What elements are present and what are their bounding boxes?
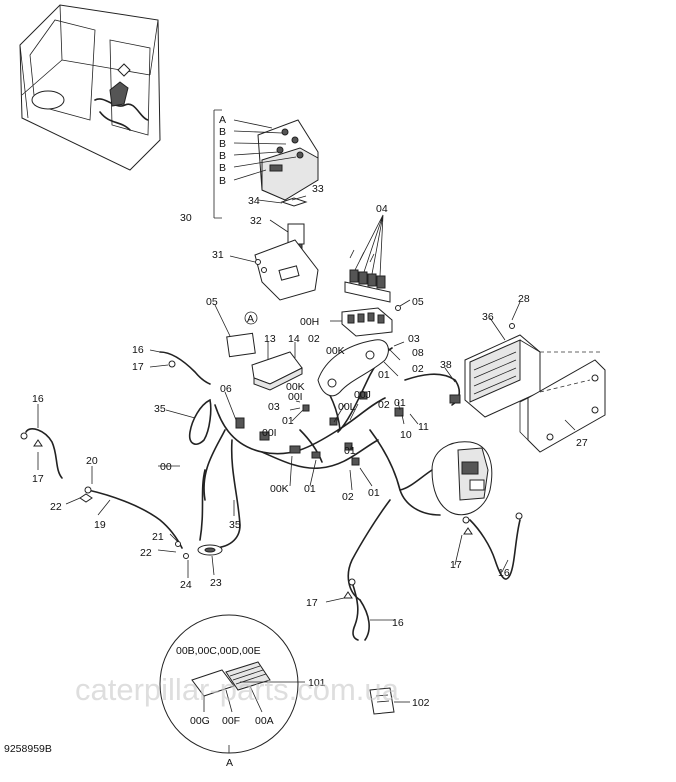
callout-00L: 00L xyxy=(338,401,356,413)
callout-28: 28 xyxy=(518,293,530,305)
callout-17: 17 xyxy=(306,597,318,609)
callout-13: 13 xyxy=(264,333,276,345)
console-assembly xyxy=(213,109,319,301)
callout-11: 11 xyxy=(418,421,429,433)
callout-14: 14 xyxy=(288,333,300,345)
callout-23: 23 xyxy=(210,577,222,589)
drawing-id: 9258959B xyxy=(4,743,52,755)
side-assembly xyxy=(399,441,493,516)
callout-01: 01 xyxy=(394,397,406,409)
callout-labels: A B B B B B 30 34 33 32 31 04 05 05 A 00… xyxy=(32,114,588,769)
callout-B: B xyxy=(219,150,226,162)
callout-21: 21 xyxy=(152,531,164,543)
callout-00H: 00H xyxy=(300,316,319,328)
callout-33: 33 xyxy=(312,183,324,195)
callout-04: 04 xyxy=(376,203,388,215)
callout-10: 10 xyxy=(400,429,412,441)
callout-01: 01 xyxy=(282,415,294,427)
callout-05: 05 xyxy=(412,296,424,308)
callout-00K: 00K xyxy=(326,345,345,357)
callout-16: 16 xyxy=(132,344,144,356)
callout-00G: 00G xyxy=(190,715,210,727)
callout-01: 01 xyxy=(304,483,316,495)
callout-24: 24 xyxy=(180,579,192,591)
watermark-text: caterpillar-parts.com.ua xyxy=(75,672,400,707)
callout-35: 35 xyxy=(229,519,241,531)
callout-30: 30 xyxy=(180,212,192,224)
callout-00A: 00A xyxy=(255,715,274,727)
callout-00: 00 xyxy=(160,461,172,473)
callout-08: 08 xyxy=(412,347,424,359)
ecu-unit xyxy=(464,323,541,418)
callout-00J: 00J xyxy=(354,389,371,401)
cab-illustration xyxy=(19,4,161,171)
callout-27: 27 xyxy=(576,437,588,449)
leader-lines xyxy=(37,301,576,621)
callout-01: 01 xyxy=(378,369,390,381)
callout-00K: 00K xyxy=(286,381,305,393)
callout-00I: 00I xyxy=(288,391,303,403)
callout-17: 17 xyxy=(32,473,44,485)
callout-16: 16 xyxy=(32,393,44,405)
callout-B: B xyxy=(219,162,226,174)
callout-101: 101 xyxy=(308,677,326,689)
callout-22: 22 xyxy=(50,501,62,513)
callout-B: B xyxy=(219,126,226,138)
main-harness xyxy=(199,339,461,641)
callout-05: 05 xyxy=(206,296,218,308)
callout-35: 35 xyxy=(154,403,166,415)
callout-00F: 00F xyxy=(222,715,240,727)
callout-16: 16 xyxy=(498,567,510,579)
callout-38: 38 xyxy=(440,359,452,371)
sensor-cables xyxy=(343,512,523,641)
detail-label-A: A xyxy=(226,757,233,769)
callout-A: A xyxy=(219,114,226,126)
mounting-plate xyxy=(519,351,606,453)
callout-B: B xyxy=(219,175,226,187)
callout-06: 06 xyxy=(220,383,232,395)
ground-cables xyxy=(20,351,223,559)
callout-17: 17 xyxy=(132,361,144,373)
callout-A-circle: A xyxy=(247,313,254,325)
label-tag-102 xyxy=(369,687,410,715)
detail-codes: 00B,00C,00D,00E xyxy=(176,645,261,657)
detail-view-A xyxy=(159,614,305,754)
callout-02: 02 xyxy=(342,491,354,503)
callout-31: 31 xyxy=(212,249,224,261)
callout-36: 36 xyxy=(482,311,494,323)
relay-block xyxy=(344,214,391,303)
controller-modules xyxy=(214,304,303,391)
callout-02: 02 xyxy=(308,333,320,345)
callout-B: B xyxy=(219,138,226,150)
callout-20: 20 xyxy=(86,455,98,467)
callout-03: 03 xyxy=(268,401,280,413)
callout-01: 01 xyxy=(368,487,380,499)
callout-02: 02 xyxy=(378,399,390,411)
callout-102: 102 xyxy=(412,697,430,709)
callout-01: 01 xyxy=(344,445,356,457)
callout-16: 16 xyxy=(392,617,404,629)
callout-00K: 00K xyxy=(270,483,289,495)
callout-02: 02 xyxy=(412,363,424,375)
callout-03: 03 xyxy=(408,333,420,345)
callout-32: 32 xyxy=(250,215,262,227)
fuse-box xyxy=(330,299,411,337)
callout-22: 22 xyxy=(140,547,152,559)
callout-34: 34 xyxy=(248,195,260,207)
callout-00I: 00I xyxy=(262,427,277,439)
callout-19: 19 xyxy=(94,519,106,531)
callout-17: 17 xyxy=(450,559,462,571)
